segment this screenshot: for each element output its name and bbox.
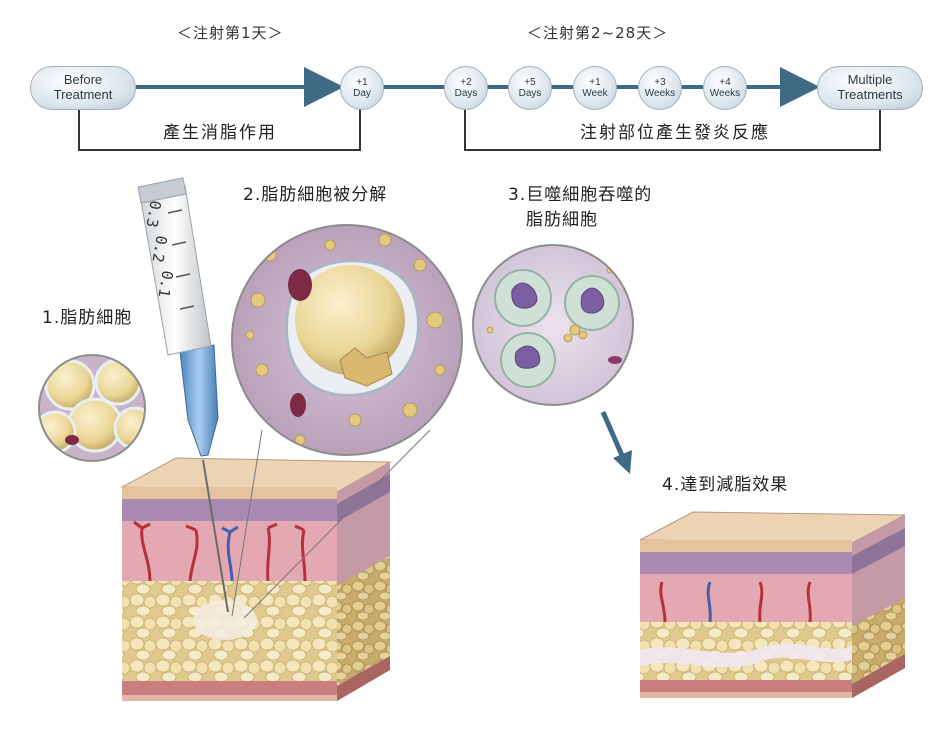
node-plus1-week: +1 Week	[573, 66, 617, 110]
node-plus1-day: +1 Day	[340, 66, 384, 110]
node-plus2-days: +2 Days	[444, 66, 488, 110]
node-before-treatment: Before Treatment	[30, 66, 136, 110]
bracket-days-label: 注射部位產生發炎反應	[580, 123, 770, 143]
bracket-day1	[78, 108, 361, 151]
node-plus3-weeks: +3 Weeks	[638, 66, 682, 110]
bracket-day1-label: 產生消脂作用	[163, 123, 277, 143]
heading-day1: ＜注射第1天＞	[177, 24, 284, 42]
heading-days-2-28: ＜注射第2~28天＞	[527, 24, 669, 42]
step3-label-line2: 脂肪細胞	[526, 210, 598, 230]
lens-fat-cells	[38, 354, 146, 462]
step3-label-line1: 3.巨噬細胞吞噬的	[508, 185, 653, 205]
node-multiple-treatments: Multiple Treatments	[817, 66, 923, 110]
step2-label: 2.脂肪細胞被分解	[243, 185, 388, 205]
down-right-arrow-icon	[600, 410, 632, 474]
node-plus4-weeks: +4 Weeks	[703, 66, 747, 110]
timeline-connectors	[78, 67, 881, 151]
node-plus5-days: +5 Days	[508, 66, 552, 110]
bracket-days	[464, 108, 881, 151]
lens-fat-breakdown	[231, 224, 463, 619]
syringe-icon	[137, 177, 229, 613]
skin-block-after	[639, 511, 906, 698]
lens-macrophages	[472, 244, 634, 406]
step4-label: 4.達到減脂效果	[662, 475, 789, 495]
skin-block-before	[120, 457, 392, 701]
step1-label: 1.脂肪細胞	[42, 308, 133, 328]
